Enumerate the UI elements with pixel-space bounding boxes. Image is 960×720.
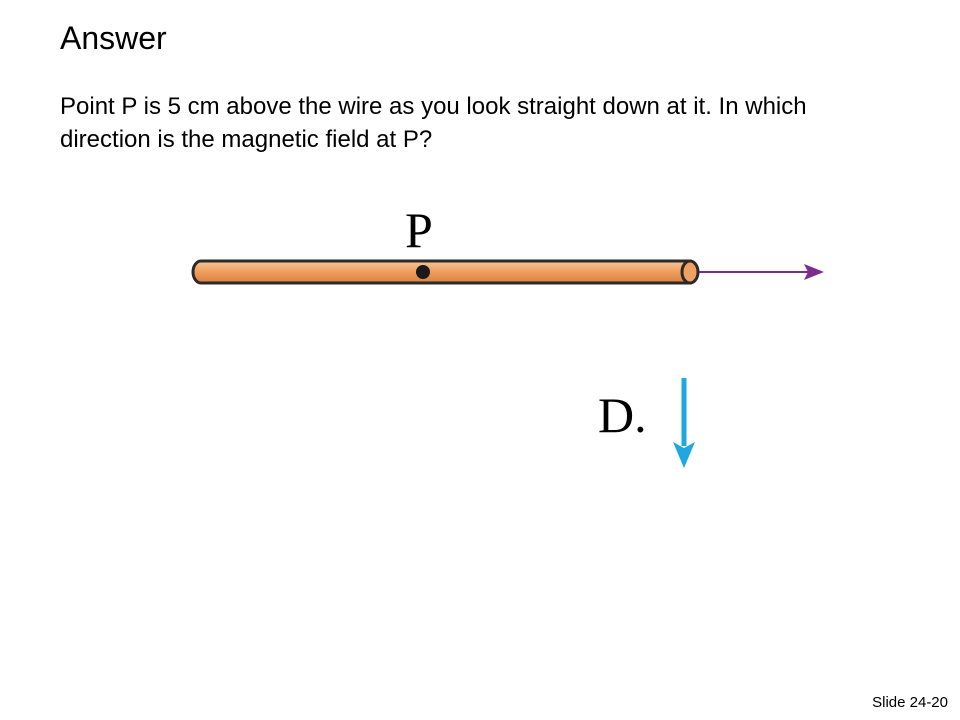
arrow-right-icon [804, 264, 824, 280]
wire [191, 259, 700, 285]
question-text: Point P is 5 cm above the wire as you lo… [60, 93, 807, 153]
point-p-dot [416, 265, 430, 279]
wire-end-cap [680, 259, 700, 285]
slide-number: Slide 24-20 [872, 694, 948, 711]
slide-title: Answer [60, 20, 167, 56]
arrow-down-icon [673, 442, 695, 468]
answer-label: D. [598, 387, 647, 443]
field-arrow [673, 378, 695, 468]
current-arrow [690, 264, 824, 280]
point-p-label: P [405, 202, 433, 258]
